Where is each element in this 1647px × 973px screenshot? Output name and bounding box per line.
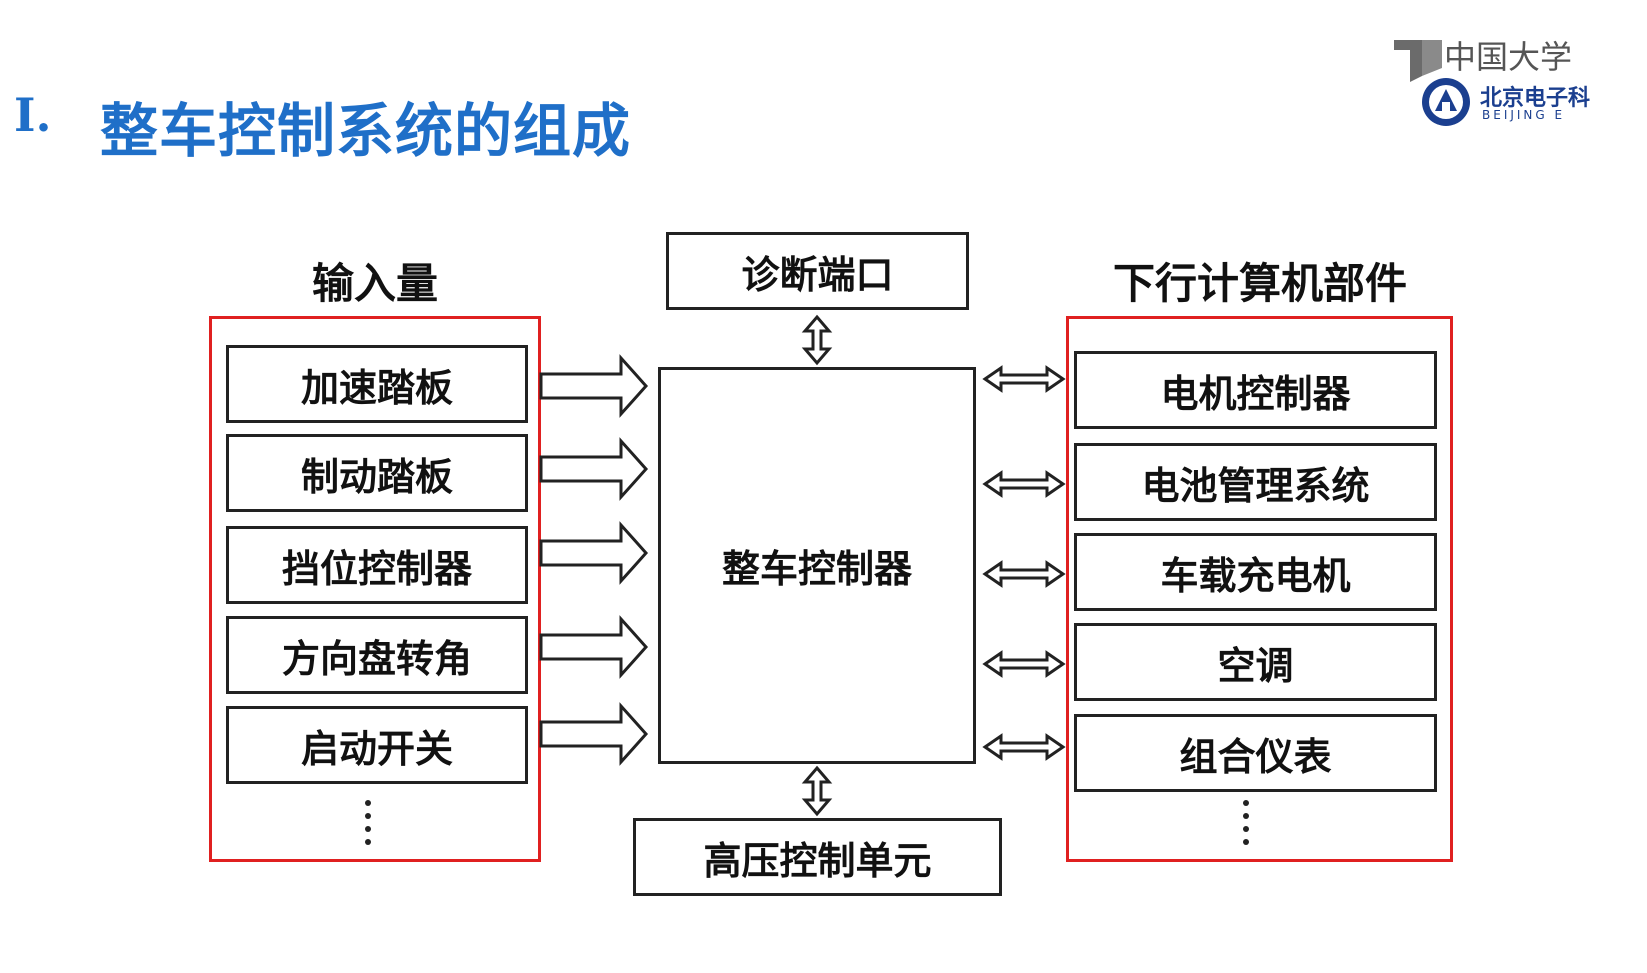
university-name: 北京电子科 bbox=[1480, 85, 1591, 111]
output-arrow-3 bbox=[982, 560, 1066, 588]
input-steering-angle: 方向盘转角 bbox=[226, 616, 528, 694]
output-motor-controller: 电机控制器 bbox=[1074, 351, 1437, 429]
input-arrow-3 bbox=[539, 521, 649, 585]
logo-area: 中国大学 北京电子科 BEIJING E bbox=[1390, 30, 1647, 130]
output-group-frame bbox=[1066, 316, 1453, 862]
output-arrow-1 bbox=[982, 365, 1066, 393]
mooc-logo-icon bbox=[1394, 40, 1442, 82]
university-name-en: BEIJING E bbox=[1482, 108, 1566, 122]
output-more-ellipsis bbox=[1242, 800, 1250, 852]
output-arrow-4 bbox=[982, 650, 1066, 678]
output-bms: 电池管理系统 bbox=[1074, 443, 1437, 521]
mooc-logo-text: 中国大学 bbox=[1444, 38, 1573, 76]
university-seal-icon bbox=[1422, 78, 1470, 126]
output-arrow-2 bbox=[982, 470, 1066, 498]
input-arrow-5 bbox=[539, 702, 649, 766]
input-brake-pedal: 制动踏板 bbox=[226, 434, 528, 512]
output-air-conditioner: 空调 bbox=[1074, 623, 1437, 701]
input-more-ellipsis bbox=[364, 800, 372, 852]
vehicle-controller-box: 整车控制器 bbox=[658, 367, 976, 764]
input-group-frame bbox=[209, 316, 541, 862]
input-arrow-2 bbox=[539, 437, 649, 501]
output-arrow-5 bbox=[982, 733, 1066, 761]
input-arrow-4 bbox=[539, 615, 649, 679]
output-instrument-cluster: 组合仪表 bbox=[1074, 714, 1437, 792]
section-number: I. bbox=[14, 88, 52, 142]
input-arrow-1 bbox=[539, 354, 649, 418]
hv-control-unit-box: 高压控制单元 bbox=[633, 818, 1002, 896]
input-accelerator-pedal: 加速踏板 bbox=[226, 345, 528, 423]
output-onboard-charger: 车载充电机 bbox=[1074, 533, 1437, 611]
diag-arrow bbox=[801, 314, 833, 366]
hv-arrow bbox=[801, 765, 833, 817]
input-gear-controller: 挡位控制器 bbox=[226, 526, 528, 604]
input-heading: 输入量 bbox=[311, 259, 438, 308]
input-start-switch: 启动开关 bbox=[226, 706, 528, 784]
output-heading: 下行计算机部件 bbox=[1112, 259, 1407, 308]
slide-title: 整车控制系统的组成 bbox=[100, 97, 632, 165]
diagnostic-port-box: 诊断端口 bbox=[666, 232, 969, 310]
